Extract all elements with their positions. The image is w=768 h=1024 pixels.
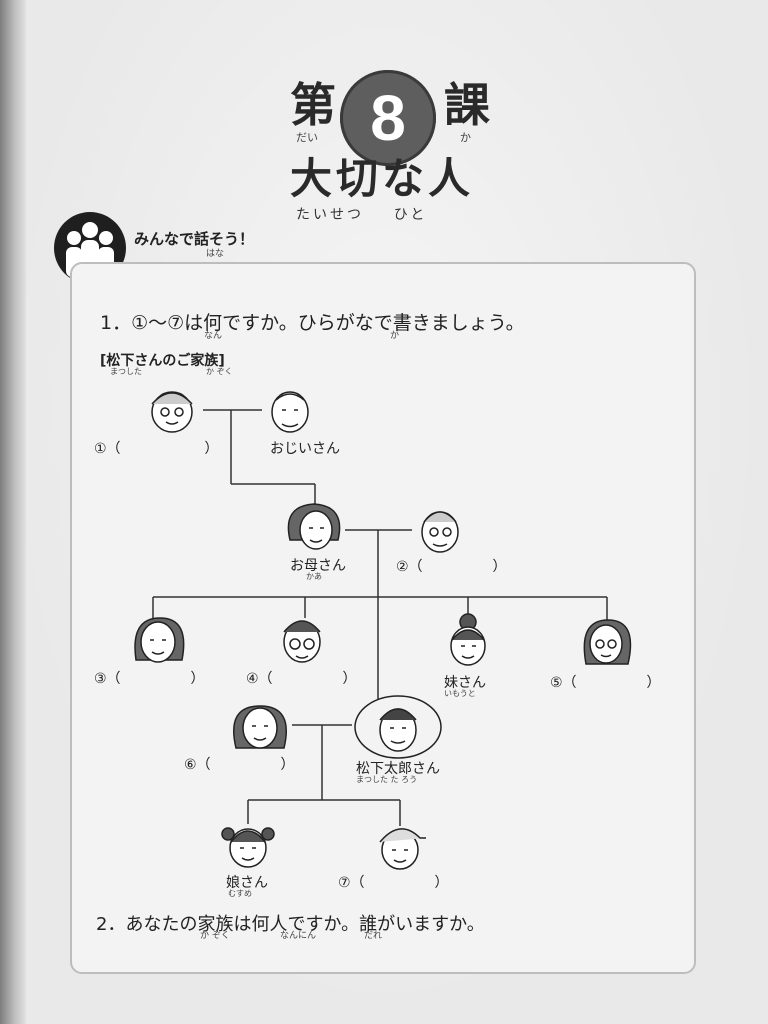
daughter-face — [221, 827, 275, 868]
label-daughter: 娘さん — [226, 875, 268, 891]
blank-2[interactable]: ②（ ） — [396, 559, 507, 575]
blank-6[interactable]: ⑥（ ） — [184, 757, 295, 773]
label-matsushita-taro: 松下太郎さん — [356, 761, 440, 777]
wife-face — [232, 705, 288, 749]
father-face — [421, 511, 459, 553]
lesson-number-badge: 8 — [340, 70, 436, 166]
blank-7[interactable]: ⑦（ ） — [338, 875, 449, 891]
question-1-ruby-ka: か — [390, 331, 400, 341]
lesson-number: 8 — [370, 82, 406, 154]
lesson-title: 大切な人 — [290, 154, 475, 203]
label-mother-ruby: かあ — [306, 572, 322, 581]
mother-face — [287, 503, 341, 550]
lesson-ka-ruby: か — [460, 131, 471, 144]
lesson-dai-kanji: 第 — [290, 78, 336, 132]
sibling-3-face — [134, 617, 185, 663]
question-2: 2．あなたの家族は何人ですか。誰がいますか。 — [96, 914, 485, 935]
question-1-ruby-nan: なん — [204, 331, 223, 341]
matsushita-taro-face — [354, 695, 442, 759]
section-label-ruby: はな — [206, 249, 225, 259]
blank-5[interactable]: ⑤（ ） — [550, 675, 661, 691]
grandmother-face — [151, 391, 193, 433]
younger-sister-face — [450, 613, 486, 666]
sibling-4-face — [283, 620, 321, 663]
label-daughter-ruby: むすめ — [228, 889, 252, 898]
label-younger-sister: 妹さん — [444, 675, 486, 691]
label-grandfather: おじいさん — [270, 441, 340, 457]
label-younger-sister-ruby: いもうと — [444, 689, 476, 698]
blank-1[interactable]: ①（ ） — [94, 441, 219, 457]
blank-3[interactable]: ③（ ） — [94, 671, 205, 687]
lesson-title-ruby: たいせつ ひと — [296, 207, 428, 223]
grandfather-face — [271, 391, 309, 433]
question-2-ruby-dare: だれ — [364, 931, 383, 941]
lesson-dai-ruby: だい — [296, 131, 318, 144]
son-face — [379, 828, 426, 870]
label-matsushita-taro-ruby: まつした た ろう — [356, 775, 418, 784]
blank-4[interactable]: ④（ ） — [246, 671, 357, 687]
sibling-5-face — [583, 619, 632, 665]
family-tree-title: [松下さんのご家族] — [100, 353, 225, 369]
family-title-ruby-matsushita: まつした — [110, 367, 142, 376]
book-spine-shadow — [0, 0, 26, 1024]
question-2-ruby-nannin: なんにん — [280, 931, 317, 941]
question-1: 1．①～⑦は何ですか。ひらがなで書きましょう。 — [100, 312, 525, 334]
lesson-ka-kanji: 課 — [444, 78, 490, 132]
section-label: みんなで話そう！ — [134, 230, 255, 248]
question-2-ruby-kazoku: か ぞく — [200, 931, 230, 941]
label-mother: お母さん — [290, 558, 346, 574]
family-title-ruby-kazoku: か ぞく — [206, 367, 233, 376]
lesson-header: 第 だい 8 課 か 大切な人 たいせつ ひと — [0, 70, 768, 223]
